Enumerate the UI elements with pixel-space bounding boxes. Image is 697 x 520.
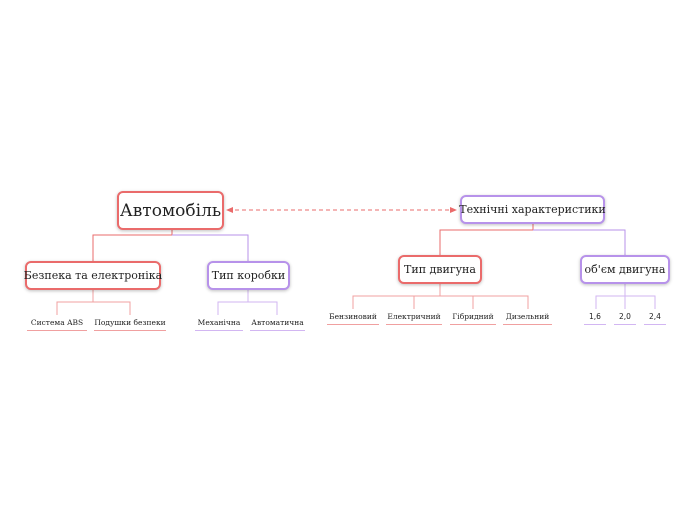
tech-branch-purple <box>533 229 626 256</box>
node-gearbox-label: Тип коробки <box>211 269 286 282</box>
leaf-abs[interactable]: Система ABS <box>27 318 87 331</box>
root-node-car[interactable]: Автомобіль <box>117 191 224 230</box>
leaf-volume-1-6[interactable]: 1,6 <box>584 312 606 325</box>
engine-type-branch-lines <box>352 283 529 309</box>
node-engine-volume[interactable]: об'єм двигуна <box>580 255 670 284</box>
node-engine-type[interactable]: Тип двигуна <box>398 255 482 284</box>
root-branch-purple <box>172 234 249 262</box>
leaf-airbags[interactable]: Подушки безпеки <box>94 318 166 331</box>
leaf-volume-2-0[interactable]: 2,0 <box>614 312 636 325</box>
tech-branch-red <box>439 224 534 256</box>
leaf-electric[interactable]: Електричний <box>386 312 442 325</box>
leaf-hybrid[interactable]: Гібридний <box>450 312 496 325</box>
leaf-diesel[interactable]: Дизельний <box>503 312 552 325</box>
node-tech-specs-label: Технічні характеристики <box>459 203 606 216</box>
leaf-petrol[interactable]: Бензиновий <box>327 312 379 325</box>
relation-arrow-right <box>450 207 457 213</box>
leaf-volume-2-4[interactable]: 2,4 <box>644 312 666 325</box>
node-safety-electronics[interactable]: Безпека та електроніка <box>23 261 163 290</box>
gearbox-branch-lines <box>217 289 278 315</box>
root-branch-lines <box>92 229 249 262</box>
engine-volume-branch-lines <box>595 283 656 309</box>
node-tech-specs[interactable]: Технічні характеристики <box>459 195 606 224</box>
node-safety-label: Безпека та електроніка <box>23 269 163 282</box>
leaf-automatic[interactable]: Автоматична <box>250 318 305 331</box>
safety-branch-lines <box>56 289 131 315</box>
node-gearbox-type[interactable]: Тип коробки <box>207 261 290 290</box>
node-engine-type-label: Тип двигуна <box>404 263 476 276</box>
root-node-label: Автомобіль <box>119 200 222 221</box>
leaf-manual[interactable]: Механічна <box>195 318 243 331</box>
relation-arrow-left <box>226 207 233 213</box>
node-engine-volume-label: об'єм двигуна <box>584 263 666 276</box>
